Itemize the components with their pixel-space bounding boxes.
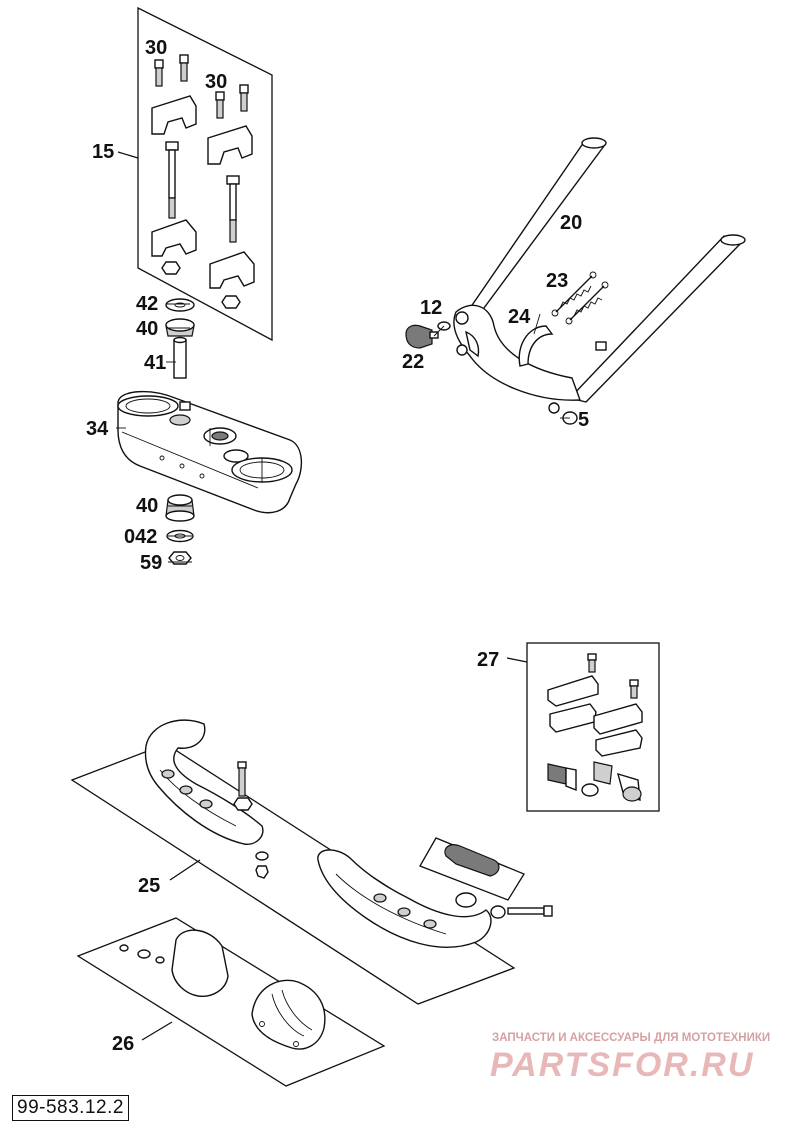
nut (221, 295, 241, 309)
handlebar-clamp-kit-group (117, 6, 273, 342)
callout-5: 5 (578, 409, 589, 431)
long-bolt (165, 141, 240, 243)
spacer-sleeve (173, 336, 187, 379)
callout-24: 24 (508, 306, 531, 328)
handlebar-grip (547, 761, 642, 802)
callout-labels: 15 30 30 42 40 41 34 40 042 59 20 23 12 … (86, 37, 589, 1055)
callout-34: 34 (86, 418, 109, 440)
callout-59: 59 (140, 552, 162, 574)
nut (161, 261, 181, 275)
callout-40: 40 (136, 318, 158, 340)
callout-30: 30 (205, 71, 227, 93)
triple-clamp (117, 390, 303, 514)
callout-42: 42 (136, 293, 158, 315)
callout-12: 12 (420, 297, 442, 319)
rubber-bushing (165, 318, 195, 337)
watermark-tagline: ЗАПЧАСТИ И АКСЕССУАРЫ ДЛЯ МОТОТЕХНИКИ (492, 1032, 771, 1044)
callout-15: 15 (92, 141, 114, 163)
callout-20: 20 (560, 212, 582, 234)
callout-22: 22 (402, 351, 424, 373)
nut (168, 551, 192, 565)
callout-042: 042 (124, 526, 157, 548)
callout-23: 23 (546, 270, 568, 292)
callout-41: 41 (144, 352, 166, 374)
side-stand (453, 137, 746, 414)
rubber-stop (405, 324, 439, 349)
callout-25: 25 (138, 875, 160, 897)
callout-27: 27 (477, 649, 499, 671)
leader-lines (116, 303, 570, 563)
watermark-logo: PARTSFOR.RU (490, 1046, 755, 1084)
washer (165, 298, 195, 312)
handguard-kit-group (70, 719, 553, 1005)
lower-clamp (151, 219, 255, 289)
drawing-code: 99-583.12.2 (12, 1095, 129, 1121)
callout-40: 40 (136, 495, 158, 517)
grip-clamp-kit-group (506, 642, 660, 812)
stand-spring (551, 271, 609, 325)
callout-26: 26 (112, 1033, 134, 1055)
spring-hook (518, 325, 554, 367)
callout-30: 30 (145, 37, 167, 59)
lower-rubber-bushing (165, 494, 195, 522)
clamp-bolt (154, 54, 249, 119)
hand-protector-kit-group (76, 917, 386, 1087)
upper-clamp (151, 95, 253, 165)
